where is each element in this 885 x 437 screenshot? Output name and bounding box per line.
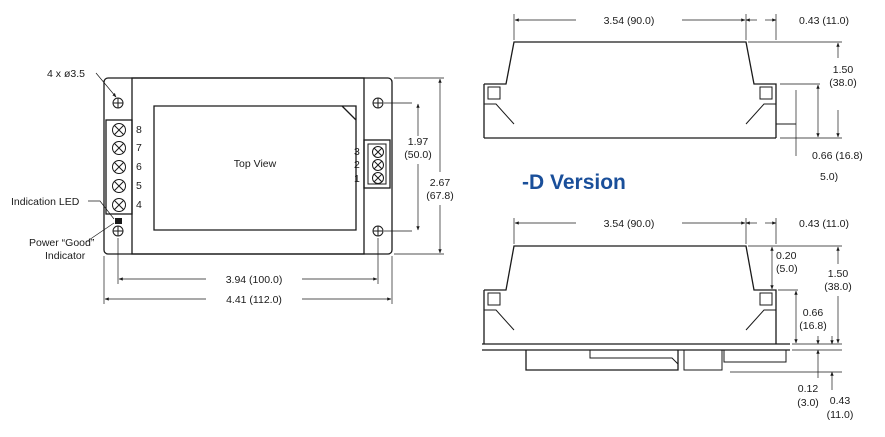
side-dim-offset: 0.43 (11.0) bbox=[799, 15, 849, 27]
power-good-label-line2: Indicator bbox=[45, 250, 86, 262]
power-good-label-line1: Power “Good” bbox=[29, 237, 95, 249]
pin-label: 7 bbox=[136, 142, 142, 154]
side-view: 3.54 (90.0) 0.43 (11.0) 1.50 (38.0) 0.66… bbox=[483, 14, 863, 183]
side-housing bbox=[484, 41, 777, 138]
right-terminal-block bbox=[363, 139, 391, 189]
terminal-screw-icon bbox=[112, 123, 126, 137]
led-label: Indication LED bbox=[11, 196, 80, 208]
mounting-hole-icon bbox=[112, 225, 124, 237]
terminal-screw-icon bbox=[112, 160, 126, 174]
dim-height-in: 2.67 bbox=[430, 177, 451, 189]
terminal-screw-icon bbox=[372, 146, 384, 158]
side-dim-flange: 0.66 (16.8) bbox=[812, 150, 863, 162]
d-dim-total-in: 0.43 bbox=[830, 395, 851, 407]
terminal-screw-icon bbox=[372, 159, 384, 171]
d-dim-flange-mm: (16.8) bbox=[799, 320, 826, 332]
terminal-screw-icon bbox=[112, 179, 126, 193]
d-dim-rail-in: 0.12 bbox=[798, 383, 819, 395]
pin-label: 4 bbox=[136, 199, 142, 211]
d-housing bbox=[484, 245, 777, 344]
top-view: Top View 4 x ø3.5 8 7 6 5 4 Indication L bbox=[11, 68, 454, 306]
dim-holes: 3.94 (100.0) bbox=[226, 274, 283, 286]
d-dim-rail-mm: (3.0) bbox=[797, 397, 819, 409]
d-version-view: 3.54 (90.0) 0.43 (11.0) 0.20 (5.0) 1.50 … bbox=[482, 218, 853, 421]
side-dim-height-mm: (38.0) bbox=[829, 77, 856, 89]
d-dim-height-mm: (38.0) bbox=[824, 281, 851, 293]
d-dim-top-in: 0.20 bbox=[776, 250, 797, 262]
section-title: -D Version bbox=[522, 171, 626, 194]
pin-label: 1 bbox=[354, 173, 360, 185]
side-dim-height-in: 1.50 bbox=[833, 64, 854, 76]
pin-label: 5 bbox=[136, 180, 142, 192]
mounting-hole-icon bbox=[112, 97, 124, 109]
d-clip bbox=[487, 292, 501, 306]
terminal-screw-icon bbox=[112, 141, 126, 155]
hole-callout: 4 x ø3.5 bbox=[47, 68, 85, 80]
d-dim-flange-in: 0.66 bbox=[803, 307, 824, 319]
dim-pins-in: 1.97 bbox=[408, 136, 429, 148]
d-dim-total-mm: (11.0) bbox=[827, 409, 854, 421]
terminal-screw-icon bbox=[372, 172, 384, 184]
pin-label: 2 bbox=[354, 159, 360, 171]
pin-label: 3 bbox=[354, 146, 360, 158]
dim-pins-mm: (50.0) bbox=[404, 149, 431, 161]
pin-label: 8 bbox=[136, 124, 142, 136]
dim-width: 4.41 (112.0) bbox=[226, 294, 282, 306]
d-clip bbox=[759, 292, 773, 306]
dim-height-mm: (67.8) bbox=[426, 190, 453, 202]
mounting-hole-icon bbox=[372, 97, 384, 109]
side-dim-stray: 5.0) bbox=[820, 171, 838, 183]
label-window bbox=[153, 105, 357, 231]
left-terminal-block bbox=[105, 119, 133, 215]
d-dim-length: 3.54 (90.0) bbox=[604, 218, 655, 230]
side-clip bbox=[487, 86, 501, 100]
pin-label: 6 bbox=[136, 161, 142, 173]
din-rail bbox=[723, 349, 787, 363]
din-rail-clip bbox=[525, 350, 679, 371]
mounting-hole-icon bbox=[372, 225, 384, 237]
side-dim-length: 3.54 (90.0) bbox=[604, 15, 655, 27]
top-view-caption: Top View bbox=[234, 158, 277, 170]
d-dim-top-mm: (5.0) bbox=[776, 263, 798, 275]
d-dim-offset: 0.43 (11.0) bbox=[799, 218, 849, 230]
terminal-screw-icon bbox=[112, 198, 126, 212]
led-indicator-icon bbox=[115, 218, 122, 224]
d-dim-height-in: 1.50 bbox=[828, 268, 849, 280]
side-clip bbox=[759, 86, 773, 100]
